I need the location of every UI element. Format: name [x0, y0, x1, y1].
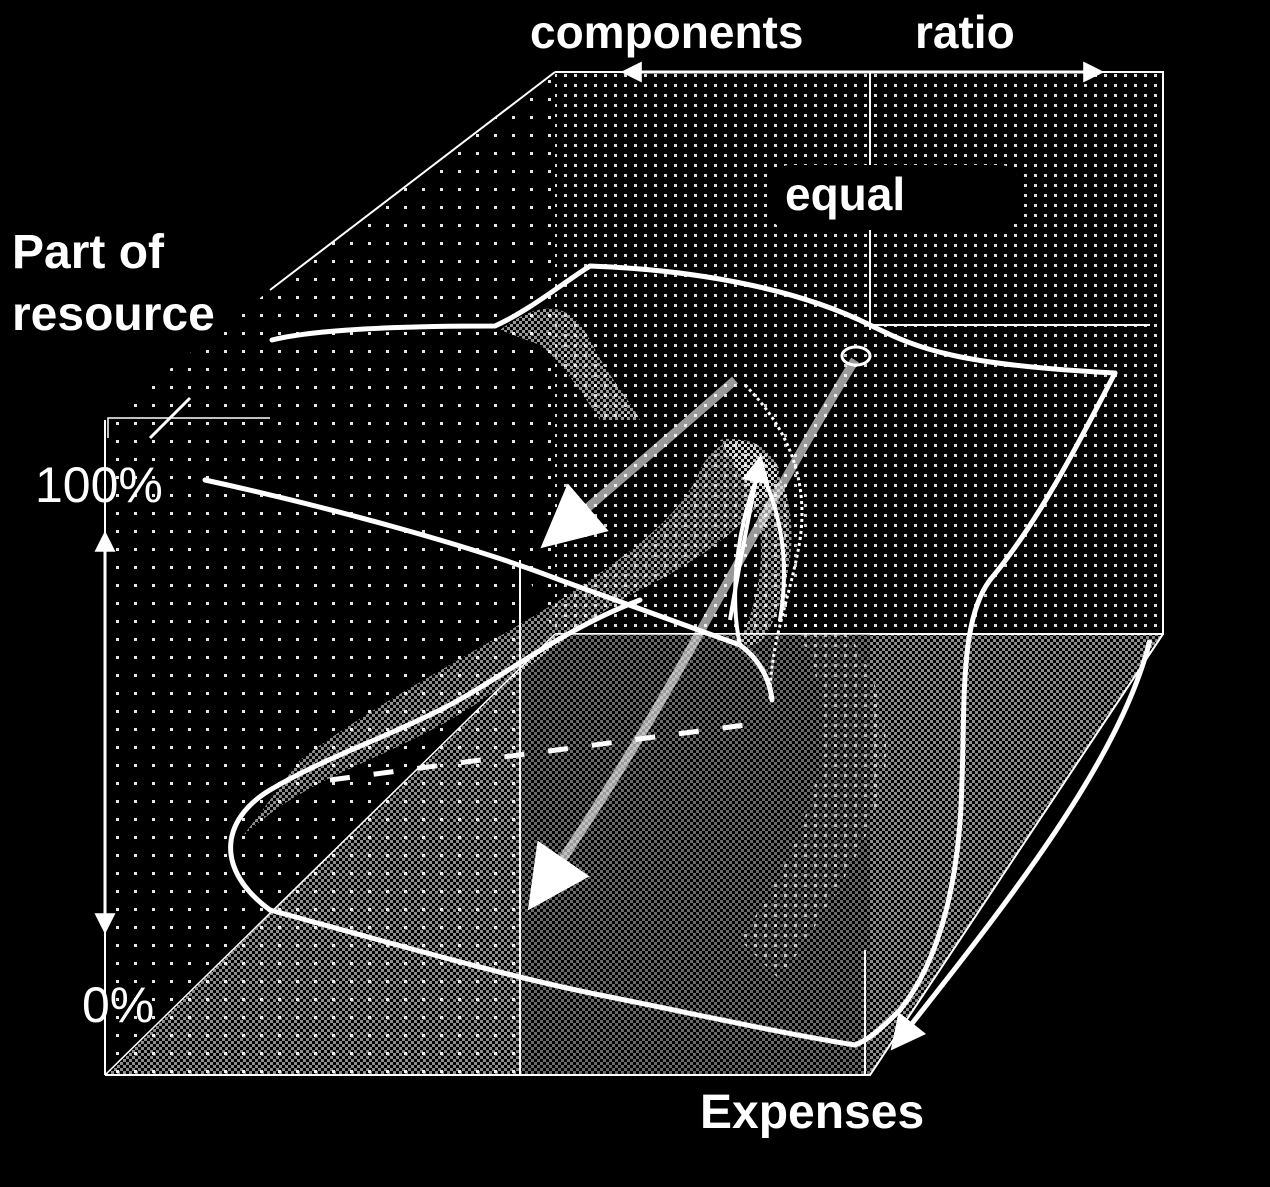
cusp-arrow-up [728, 454, 770, 621]
label-expenses: Expenses [700, 1086, 924, 1139]
label-ratio: ratio [915, 6, 1015, 58]
expenses-axis-arrow [890, 639, 1153, 1051]
surface-right-edge [852, 370, 1118, 1048]
trajectory-arrow-upper [743, 383, 804, 701]
label-part-of: Part of [12, 226, 165, 279]
axis-break-slash [148, 396, 192, 440]
floor-outline [105, 633, 1164, 1076]
label-equal: equal [785, 168, 905, 220]
label-0-percent: 0% [82, 977, 154, 1033]
surface-front-edge [202, 477, 775, 703]
surface-right-shading [740, 600, 887, 980]
surface-bottom-edge [267, 907, 858, 1048]
equilibrium-point-marker [840, 345, 872, 367]
trajectory-arrow-down [527, 357, 859, 911]
label-equal-bg [770, 165, 1020, 230]
label-resource: resource [12, 288, 215, 341]
axis-break-tick [107, 417, 270, 438]
trajectory-arrow-left [540, 376, 738, 549]
label-100-percent: 100% [35, 457, 163, 513]
floor-left-edge [104, 633, 556, 1076]
surface-fold-curve [228, 597, 643, 913]
surface-top-edge [269, 263, 1118, 376]
left-wall-top-edge [269, 71, 556, 291]
label-components: components [530, 6, 803, 58]
fold-cusp-shading [720, 438, 792, 646]
surface-top-shading [500, 308, 640, 420]
floor [105, 634, 1163, 1075]
